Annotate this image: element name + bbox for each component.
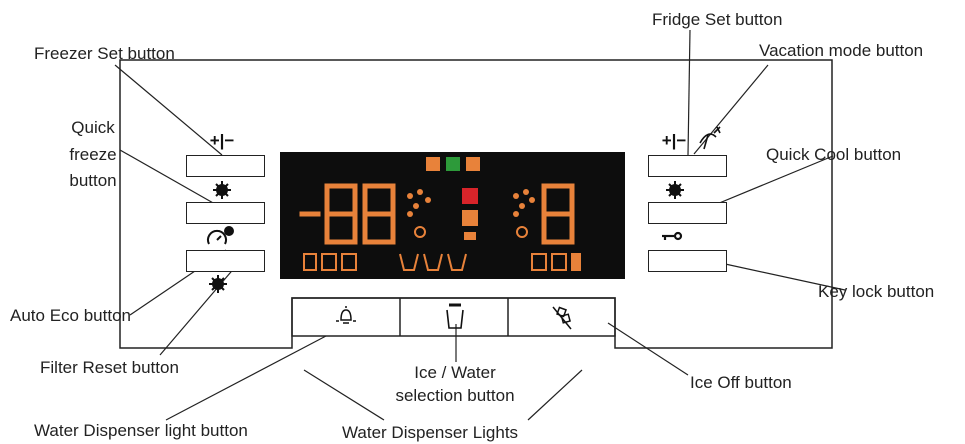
key-lock-icon: [662, 231, 683, 241]
key-lock-button[interactable]: [648, 250, 727, 272]
label-vacation-mode: Vacation mode button: [759, 41, 924, 60]
cup-icon: [446, 303, 464, 329]
fridge-set-button[interactable]: [648, 155, 727, 177]
filter-reset-icon: [209, 275, 227, 293]
snowflake-icon: [213, 181, 231, 199]
display-bottom-icons: [303, 253, 581, 271]
ice-water-selection-button[interactable]: [401, 299, 507, 335]
display-center-orange-icon: [462, 210, 478, 226]
label-water-dispenser-light-button: Water Dispenser light button: [34, 421, 248, 440]
water-dispenser-light-button[interactable]: [293, 299, 399, 335]
label-filter-reset: Filter Reset button: [40, 358, 179, 377]
display-left-digits: [299, 183, 396, 245]
display-snowflake-right: [513, 189, 535, 238]
vacation-mode-icon: [699, 126, 721, 150]
label-quick-freeze-2: freeze: [69, 145, 117, 164]
ice-off-button[interactable]: [509, 299, 614, 335]
label-quick-cool: Quick Cool button: [766, 145, 902, 164]
label-ice-off: Ice Off button: [690, 373, 792, 392]
label-auto-eco: Auto Eco button: [10, 306, 131, 325]
dispenser-buttons-frame: [291, 297, 616, 337]
snowflake-icon-right: [666, 181, 684, 199]
fridge-plus-minus-symbol: +|−: [661, 131, 687, 150]
label-water-dispenser-lights: Water Dispenser Lights: [342, 423, 519, 442]
auto-eco-icon: [207, 226, 234, 245]
label-freezer-set: Freezer Set button: [34, 44, 175, 63]
freezer-plus-minus-symbol: +|−: [209, 131, 235, 150]
display-center-small-icon: [464, 232, 476, 240]
display-snowflake-left: [407, 189, 431, 238]
auto-eco-button[interactable]: [186, 250, 265, 272]
display-top-icon-2: [446, 157, 460, 171]
display-top-icon-3: [466, 157, 480, 171]
label-key-lock: Key lock button: [818, 282, 935, 301]
label-quick-freeze-1: Quick: [71, 118, 115, 137]
light-bulb-icon: [336, 306, 356, 324]
freezer-set-button[interactable]: [186, 155, 265, 177]
leader-lines: [114, 29, 846, 421]
display-right-digit: [541, 183, 575, 245]
label-ice-water-2: selection button: [395, 386, 515, 405]
label-fridge-set: Fridge Set button: [652, 10, 783, 29]
quick-freeze-button[interactable]: [186, 202, 265, 224]
label-quick-freeze-3: button: [69, 171, 117, 190]
display-top-icon-1: [426, 157, 440, 171]
ice-off-icon: [552, 306, 572, 330]
display-center-red-icon: [462, 188, 478, 204]
label-ice-water-1: Ice / Water: [414, 363, 496, 382]
quick-cool-button[interactable]: [648, 202, 727, 224]
